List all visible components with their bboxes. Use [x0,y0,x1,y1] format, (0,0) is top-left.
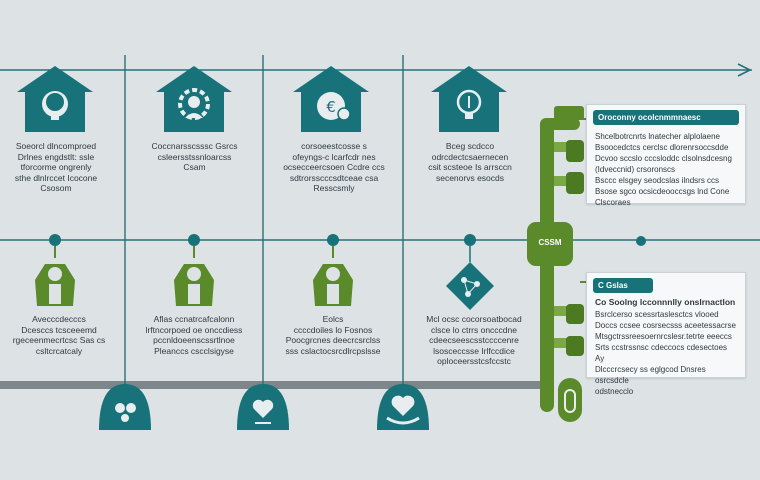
cylinder-hub-icon [527,222,573,266]
bottom-label-4: Mcl ocsc cocorsoatbocad clsce lo ctrrs o… [426,314,522,366]
house-gear-person-icon [156,66,232,132]
bottom-label-1: Avecccdecccs Dcesccs tcsceeemd rgeceenme… [12,314,106,356]
info-card-1-title: Oroconny ocolcnmmnaesc [593,110,739,125]
bottom-band [0,381,548,389]
top-label-1: Soeorcl dlncomproed Drlnes engdstlt: ssl… [14,141,98,193]
right-axis-node [636,236,646,246]
pipe-valve-2 [566,172,584,194]
person-icon-3 [313,234,353,306]
pipe-end-cap-icon [558,378,582,422]
top-label-3: corsoeestcosse s ofeyngs-c lcarfcdr nes … [283,141,385,193]
diamond-nodes-icon [446,234,494,310]
dome-heart-hand-icon [237,384,289,430]
pipe-valve-1 [566,140,584,162]
info-card-2-title: C Gslas [593,278,653,293]
info-card-2-subtitle: Co Soolng lcconnnlly onslrnactlon [595,297,736,307]
pipe-valve-4 [566,336,584,356]
dome-care-hands-icon [377,384,429,430]
pipe-connector-5 [554,106,584,120]
bottom-label-2: Aflas ccnatrcafcalonn lrftncorpoed oe on… [145,314,243,356]
bottom-label-3: Eolcs ccccdoiles lo Fosnos Poocgrcnes de… [285,314,381,356]
pipe-valve-3 [566,304,584,324]
info-card-2-body: Bsrclcerso scessrtaslesctcs vlooed Doccs… [595,310,736,396]
top-label-4: Bceg scdcco odrcdectcsaernecen csit scst… [428,141,512,183]
top-label-2: Coccnarsscsssc Gsrcs csleersstssnloarcss… [151,141,238,172]
pipe-top-cap [540,118,580,130]
house-bulb-head-icon [17,66,93,132]
info-card-1: Oroconny ocolcnmmnaesc Shcelbotrcnrts ln… [586,104,746,207]
person-icon-2 [174,234,214,306]
dome-handshake-icon [99,384,151,430]
svg-text:€: € [326,98,336,116]
info-card-2: C Gslas Co Soolng lcconnnlly onslrnactlo… [586,272,746,396]
axis-arrow-icon [737,63,752,77]
house-lightbulb-icon [431,66,507,132]
info-card-1-body: Shcelbotrcnrts lnatecher alplolaene Bsoo… [595,132,732,207]
hub-label: CSSM [538,238,562,247]
house-money-bag-icon: € [293,66,369,132]
person-icon-1 [35,234,75,306]
